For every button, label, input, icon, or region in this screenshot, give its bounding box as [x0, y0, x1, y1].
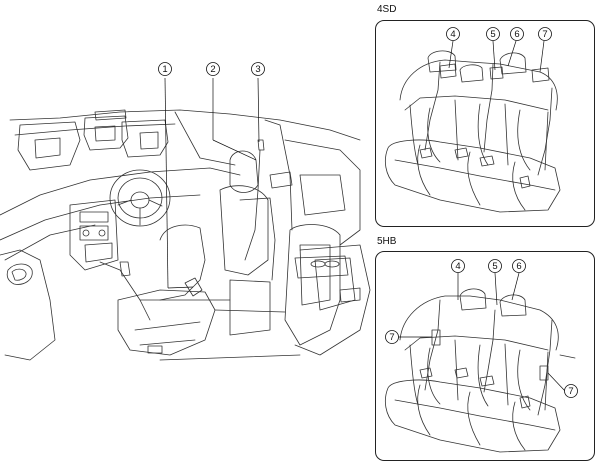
panel-5hb-label: 5HB — [377, 236, 397, 247]
callout-4sd-7: 7 — [542, 29, 547, 40]
callout-5hb-5: 5 — [492, 261, 497, 272]
rear-seat-4sd-drawing — [384, 50, 561, 213]
callout-4sd-4: 4 — [450, 29, 455, 40]
rear-seat-5hb-drawing — [384, 288, 576, 453]
callout-4sd-5: 5 — [490, 29, 495, 40]
callout-1: 1 — [162, 64, 167, 75]
callout-5hb-7-right: 7 — [568, 386, 573, 397]
callout-5hb-4: 4 — [455, 261, 460, 272]
callout-circles — [158, 27, 578, 398]
callout-2: 2 — [210, 64, 215, 75]
callout-4sd-6: 6 — [514, 29, 519, 40]
callout-3: 3 — [255, 64, 260, 75]
panel-4sd-label: 4SD — [377, 4, 397, 15]
callout-5hb-6: 6 — [516, 261, 521, 272]
callout-5hb-7-left: 7 — [389, 332, 394, 343]
car-interior-drawing — [0, 109, 371, 361]
panel-5hb — [375, 251, 595, 461]
callout-leaders — [164, 40, 566, 392]
